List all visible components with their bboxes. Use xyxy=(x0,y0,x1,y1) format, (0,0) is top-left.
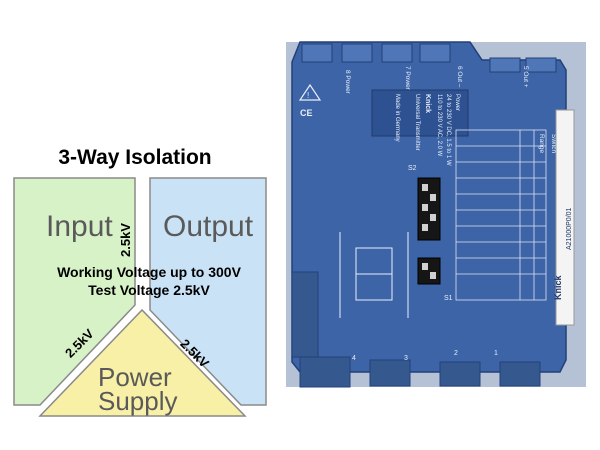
spec-plate xyxy=(371,89,469,137)
terminal-label-8: 8 Power xyxy=(344,70,351,95)
device-spec-line: 110 to 230 V AC, 2.0 W xyxy=(436,94,442,157)
terminal-label-1: 1 xyxy=(494,350,498,357)
device-maker: Knick xyxy=(424,94,431,113)
test-voltage-text: Test Voltage 2.5kV xyxy=(88,282,210,298)
svg-text:!: ! xyxy=(307,91,309,100)
isolation-label-input-output: 2.5kV xyxy=(118,223,133,257)
terminal-label-7: 7 Power xyxy=(404,66,411,91)
diagram-title: 3-Way Isolation xyxy=(58,146,212,169)
terminal-label-3: 3 xyxy=(404,355,408,362)
table-header-range: Range xyxy=(538,134,545,154)
output-zone xyxy=(149,177,267,406)
circuit-symbol xyxy=(339,232,409,318)
input-zone xyxy=(13,177,136,406)
device-spec-line: Power xyxy=(454,94,460,111)
terminal-label-4: 4 xyxy=(352,355,356,362)
table-header-switch: Switch xyxy=(550,134,557,154)
power-supply-label-line2: Supply xyxy=(98,386,178,416)
working-voltage-text: Working Voltage up to 300V xyxy=(57,264,241,280)
model-label: A21000P0/01 xyxy=(566,207,573,250)
device-product: Universal Transmitter xyxy=(414,94,420,151)
approval-marks: ! CE xyxy=(298,83,322,118)
input-label: Input xyxy=(46,210,113,243)
output-label: Output xyxy=(163,210,254,243)
svg-text:CE: CE xyxy=(300,108,313,118)
switch-block-s2 xyxy=(417,177,441,241)
isolator-device: Power 24 to 230 V DC, 1.5 to 1 W 110 to … xyxy=(286,41,586,388)
switch-block-s1 xyxy=(417,257,441,285)
brand-strip xyxy=(555,109,575,326)
switch-label-s2: S2 xyxy=(408,165,417,172)
power-supply-zone xyxy=(38,308,247,417)
device-origin: Made in Germany xyxy=(394,94,400,142)
device-spec-line: 24 to 230 V DC, 1.5 to 1 W xyxy=(445,94,451,166)
power-supply-label-line1: Power xyxy=(98,362,172,392)
terminal-label-2: 2 xyxy=(454,350,458,357)
range-table xyxy=(455,129,547,301)
terminal-label-6: 6 Out – xyxy=(456,66,463,88)
terminal-label-5: 5 Out + xyxy=(522,66,529,88)
brand-label: Knick xyxy=(553,274,563,300)
switch-label-s1: S1 xyxy=(444,295,453,302)
